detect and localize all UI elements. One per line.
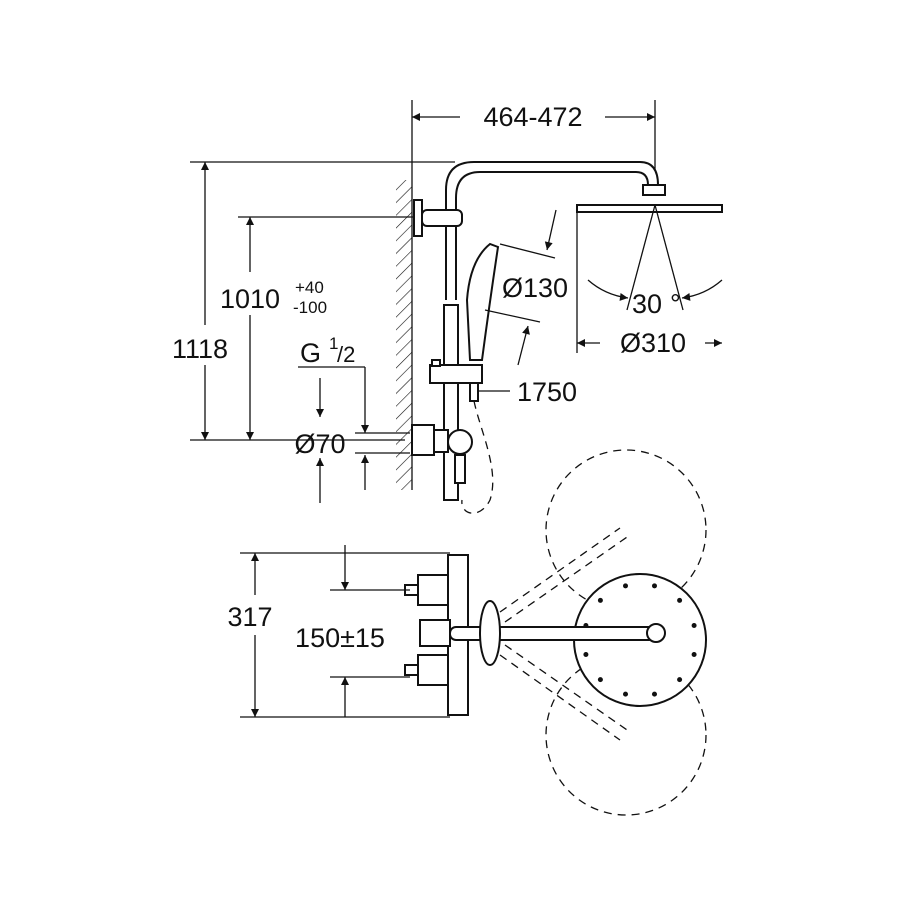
depth-dimension: 317 [227, 552, 450, 718]
top-view [404, 449, 707, 816]
hose-length-label: 1750 [517, 377, 577, 407]
thread-numerator: 1 [329, 334, 338, 353]
outlet-height-label: 1010 [220, 284, 280, 314]
nozzle-dot [623, 583, 629, 589]
inlet-spacing-dimension: 150±15 [295, 545, 410, 717]
spray-angle-label: 30 [632, 289, 662, 319]
nozzle-dot [691, 623, 697, 629]
width-label: 464-472 [483, 102, 582, 132]
nozzle-dot [677, 677, 683, 683]
thread-prefix: G [300, 338, 321, 368]
width-dimension: 464-472 [411, 100, 656, 185]
nozzle-dot [651, 691, 657, 697]
head-shower-dimensions: 30 ° Ø310 [576, 204, 723, 358]
hose-dimension: 1750 [478, 377, 577, 407]
total-height-dimension: 1118 [172, 161, 455, 441]
nozzle-dot [623, 691, 629, 697]
shower-column [411, 161, 723, 514]
total-height-label: 1118 [172, 334, 228, 364]
thread-dimension: G 1 /2 [298, 334, 369, 433]
tolerance-plus: +40 [295, 278, 324, 297]
nozzle-dot [691, 651, 697, 657]
degree-symbol: ° [670, 289, 681, 319]
wall [396, 180, 413, 490]
thread-denominator: /2 [337, 342, 355, 367]
inlet-spacing-label: 150±15 [295, 623, 385, 653]
nozzle-dot [597, 597, 603, 603]
nozzle-dot [677, 597, 683, 603]
hand-shower-dimension: Ø130 [484, 209, 568, 366]
tolerance-minus: -100 [293, 298, 327, 317]
nozzle-dot [597, 677, 603, 683]
nozzle-dot [583, 651, 589, 657]
head-shower-label: Ø310 [620, 328, 686, 358]
hand-shower-label: Ø130 [502, 273, 568, 303]
escutcheon-label: Ø70 [294, 429, 345, 459]
depth-label: 317 [227, 602, 272, 632]
nozzle-dot [651, 583, 657, 589]
escutcheon-dimension: Ø70 [294, 429, 410, 503]
outlet-height-dimension: 1010 +40 -100 [220, 216, 420, 440]
